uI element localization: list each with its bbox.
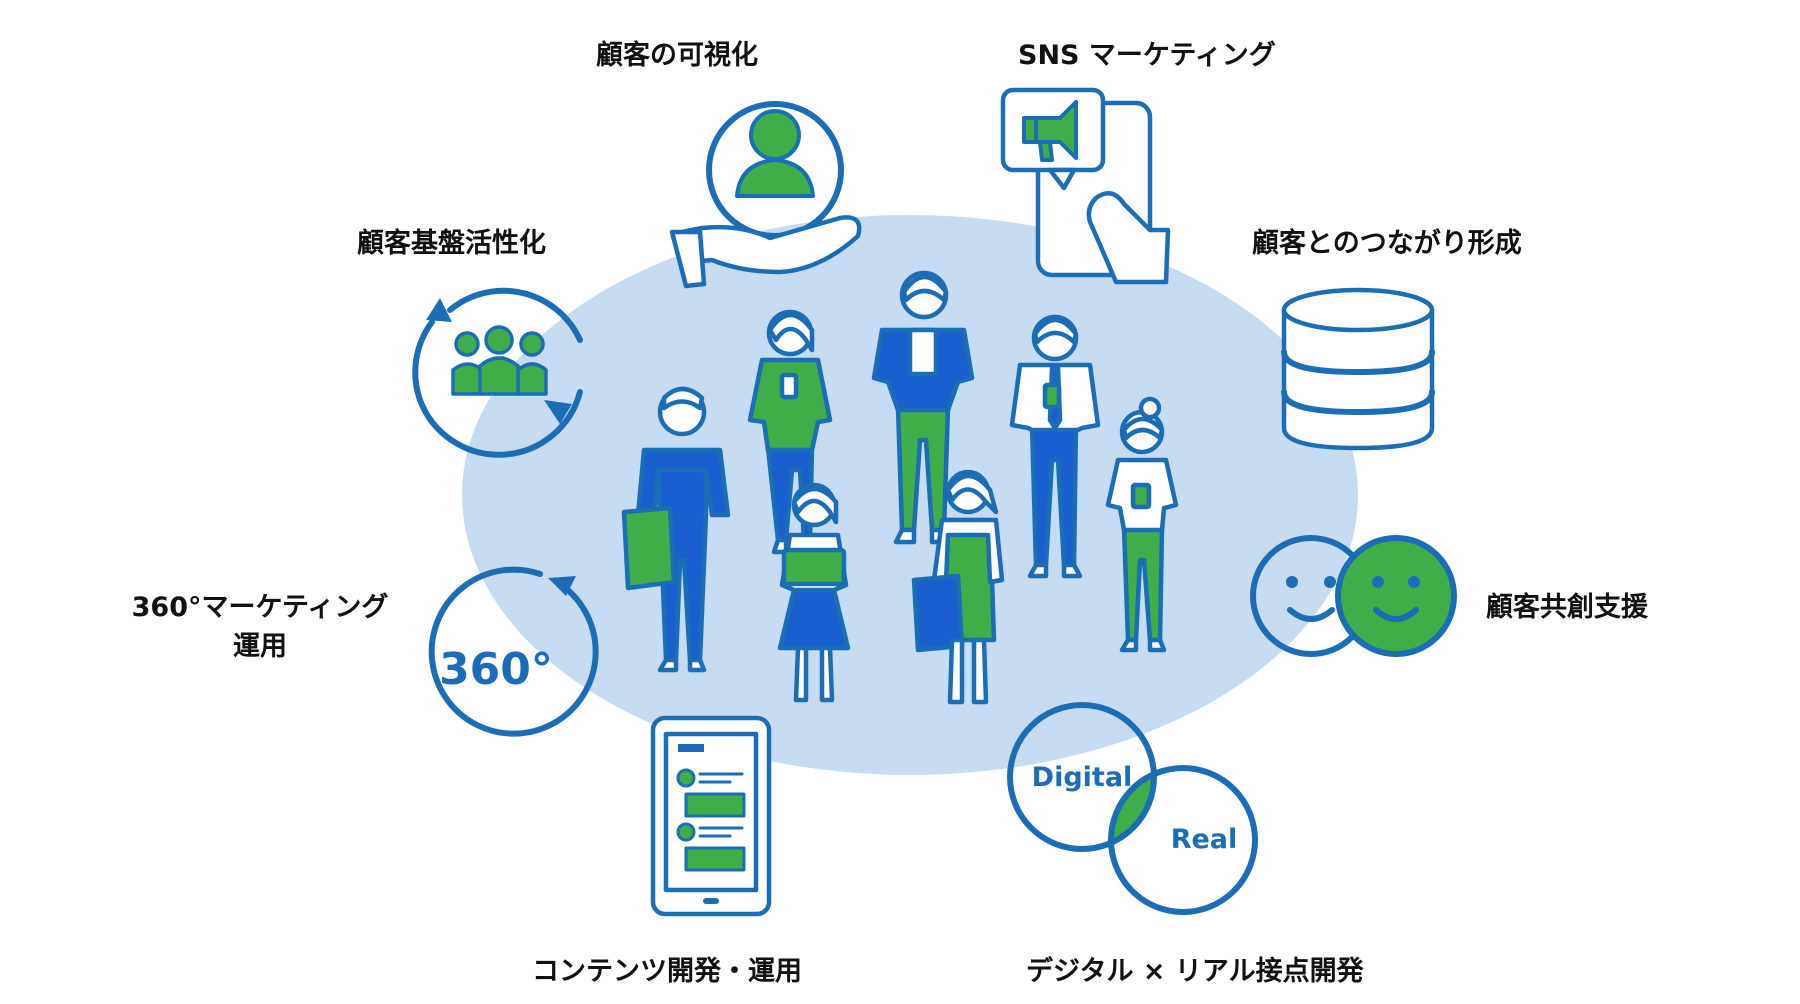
person-icon	[871, 270, 975, 545]
real-text: Real	[1171, 824, 1238, 855]
cocreation-icon	[1250, 535, 1457, 657]
database-icon	[1281, 287, 1435, 451]
marketing-360-icon: 360°	[428, 566, 599, 737]
person-icon	[1105, 396, 1179, 653]
digital-real-venn-icon: Digital Real	[1007, 702, 1258, 915]
tablet-icon	[650, 715, 772, 917]
badge-360-text: 360°	[439, 644, 553, 695]
customer-visualization-icon	[669, 101, 862, 289]
label-digital-real: デジタル × リアル接点開発	[1026, 956, 1364, 987]
label-marketing-360: 360°マーケティング 運用	[115, 588, 405, 666]
people-group-icon	[621, 270, 1179, 705]
group-icon	[451, 325, 548, 396]
person-icon	[777, 482, 851, 703]
label-marketing-360-line2: 運用	[233, 631, 287, 663]
label-sns-marketing: SNS マーケティング	[1018, 40, 1276, 71]
label-content-development: コンテンツ開発・運用	[532, 956, 802, 987]
label-customer-connection: 顧客とのつながり形成	[1252, 228, 1522, 259]
person-icon	[1009, 314, 1101, 579]
sns-marketing-icon	[1000, 87, 1171, 285]
customer-base-activation-icon	[412, 287, 583, 458]
person-icon	[911, 469, 1005, 705]
digital-text: Digital	[1032, 762, 1133, 793]
label-marketing-360-line1: 360°マーケティング	[131, 592, 389, 623]
person-icon	[621, 386, 731, 673]
label-customer-visualization: 顧客の可視化	[596, 40, 758, 71]
label-customer-cocreation: 顧客共創支援	[1486, 592, 1648, 623]
label-customer-base-activation: 顧客基盤活性化	[357, 228, 546, 259]
